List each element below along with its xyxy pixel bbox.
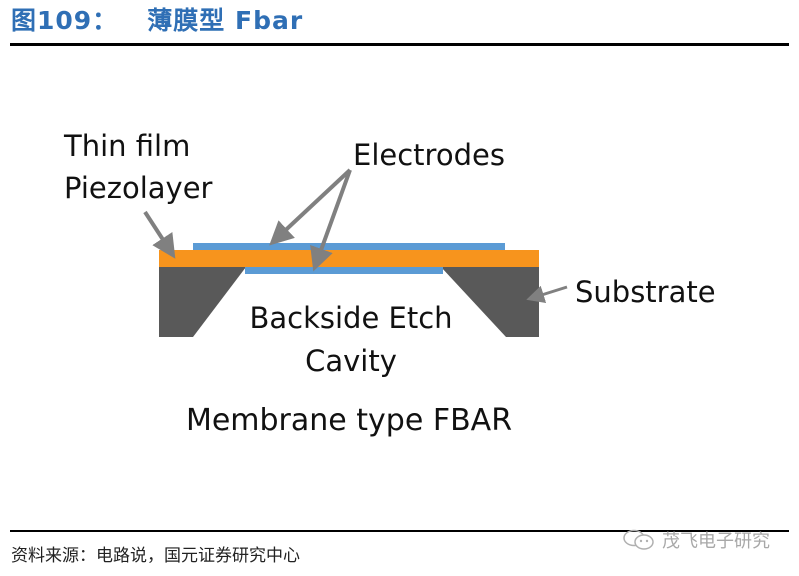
source-note: 资料来源：电路说，国元证券研究中心 [11,546,300,566]
label-substrate: Substrate [575,275,716,309]
bottom-electrode [245,267,443,274]
arrow-substrate [526,285,568,303]
diagram-caption: Membrane type FBAR [186,403,512,438]
arrow-top-electrode [269,168,352,246]
arrow-bottom-electrode [310,169,352,272]
substrate-right [441,267,539,337]
watermark: 茂飞电子研究 [622,528,770,552]
wechat-icon [623,529,654,550]
label-backside-etch: Backside Etch [249,301,452,335]
watermark-text: 茂飞电子研究 [662,531,770,552]
arrow-piezolayer [143,210,176,259]
footer-divider [10,530,789,532]
figure-title: 图109： 薄膜型 Fbar [11,6,304,35]
top-electrode [193,243,505,250]
label-electrodes: Electrodes [353,138,505,172]
label-thin-film: Thin film [63,129,190,163]
label-piezolayer: Piezolayer [64,171,213,205]
title-divider [10,43,789,46]
piezolayer [159,250,539,267]
substrate-left [159,267,246,337]
label-cavity: Cavity [305,344,397,378]
